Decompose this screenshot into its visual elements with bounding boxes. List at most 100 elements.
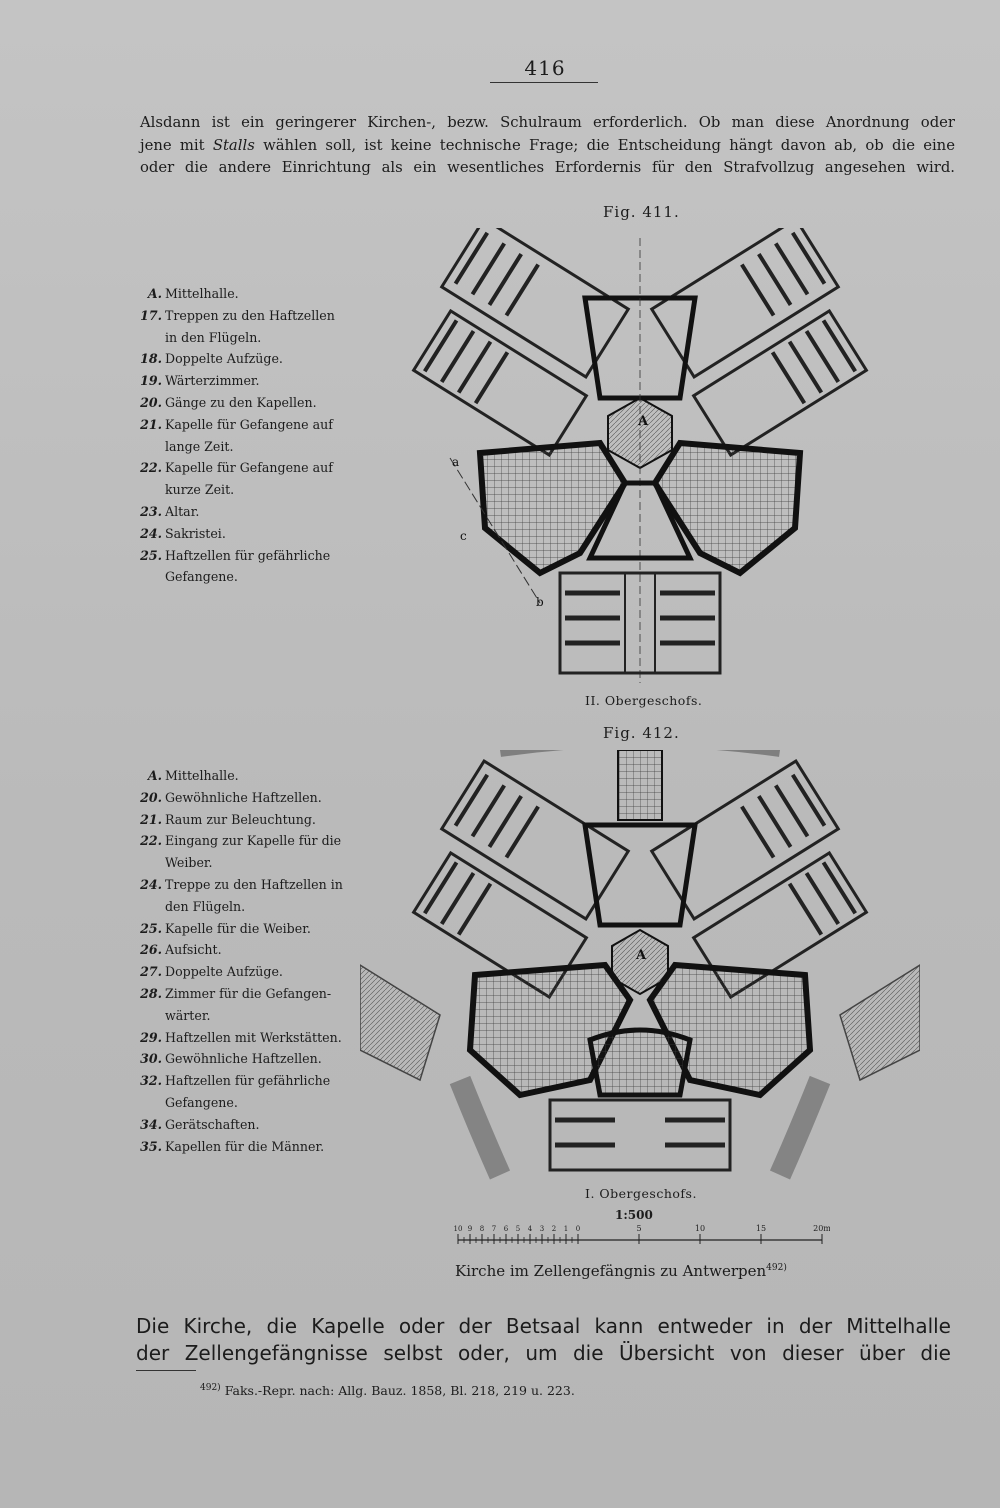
fig-411-legend-item: 20.Gänge zu den Kapellen. xyxy=(138,392,358,414)
fig-412-legend-item: 20.Gewöhnliche Haftzellen. xyxy=(138,787,358,809)
scale-tick-label: 5 xyxy=(516,1225,520,1233)
fig-411-legend-continuation: lange Zeit. xyxy=(165,438,234,454)
intro-line-1: Alsdann ist ein geringerer Kirchen-, bez… xyxy=(140,114,955,131)
fig-412-legend-text: Treppe zu den Haftzellen in xyxy=(165,876,343,892)
right-wing-412 xyxy=(649,758,869,1000)
fig-412-legend-continuation: Weiber. xyxy=(165,855,213,871)
caption-footnote-ref: 492) xyxy=(766,1263,787,1273)
fig-412-legend-item: A.Mittelhalle. xyxy=(138,765,358,787)
plan-411-label-center: A xyxy=(637,414,649,429)
fig-411-legend-number: 22. xyxy=(140,460,162,476)
fig-412-legend-number: 26. xyxy=(140,942,162,958)
fig-411-legend-text: Altar. xyxy=(165,503,200,519)
right-wing xyxy=(649,228,869,458)
fig-412-legend-text: Zimmer für die Gefangen- xyxy=(165,985,332,1001)
scale-tick-label: 5 xyxy=(636,1224,641,1233)
fig-411-legend-text: Gänge zu den Kapellen. xyxy=(165,394,317,410)
fig-412-legend-text: Eingang zur Kapelle für die xyxy=(165,833,342,849)
fig-412-legend-item: 35.Kapellen für die Männer. xyxy=(138,1136,358,1158)
plan-411-label-a: a xyxy=(452,455,459,469)
intro-line-2: jene mit Stalls wählen soll, ist keine t… xyxy=(140,135,955,158)
fig-411-legend-text: Mittelhalle. xyxy=(165,286,239,301)
fig-411-legend: A.Mittelhalle.17.Treppen zu den Haftzell… xyxy=(138,283,358,588)
fig-412-legend-text: Aufsicht. xyxy=(165,942,222,958)
figure-caption: Kirche im Zellengefängnis zu Antwerpen49… xyxy=(455,1262,787,1280)
fig-412-legend-item: 28.Zimmer für die Gefangen-wärter. xyxy=(138,983,358,1027)
intro-line-2-pre: jene mit xyxy=(140,136,205,154)
chapels-412 xyxy=(466,961,814,1099)
scale-tick-label: 10 xyxy=(695,1224,705,1233)
scale-tick-label: 7 xyxy=(492,1225,496,1233)
fig-412-legend: A.Mittelhalle.20.Gewöhnliche Haftzellen.… xyxy=(138,765,358,1157)
fig-412-floor-plan: A xyxy=(360,750,920,1180)
fig-412-legend-continuation: Gefangene. xyxy=(165,1094,238,1110)
intro-line-2-post: wählen soll, ist keine technische Frage;… xyxy=(263,136,955,154)
fig-412-legend-item: 29.Haftzellen mit Werkstätten. xyxy=(138,1027,358,1049)
fig-411-legend-item: 18.Doppelte Aufzüge. xyxy=(138,348,358,370)
fig-412-legend-text: Gerätschaften. xyxy=(165,1116,260,1132)
scale-tick-label: 0 xyxy=(576,1225,580,1233)
fig-412-legend-text: Kapelle für die Weiber. xyxy=(165,920,311,936)
fig-411-legend-number: 21. xyxy=(140,416,162,432)
fig-411-floor-plan: A a b c xyxy=(411,228,869,683)
left-wing xyxy=(411,228,631,458)
fig-412-legend-item: 34.Gerätschaften. xyxy=(138,1114,358,1136)
intro-stalls-term: Stalls xyxy=(212,136,255,154)
fig-411-legend-number: 17. xyxy=(140,307,162,323)
fig-412-legend-text: Haftzellen für gefährliche xyxy=(165,1073,331,1089)
fig-412-legend-text: Doppelte Aufzüge. xyxy=(165,964,283,980)
fig-412-legend-number: 21. xyxy=(140,811,162,827)
fig-411-legend-item: A.Mittelhalle. xyxy=(138,283,358,305)
fig-411-subtitle: II. Obergeschofs. xyxy=(585,693,703,708)
fig-411-legend-text: Kapelle für Gefangene auf xyxy=(165,460,333,476)
left-wing-412 xyxy=(411,758,631,1000)
main-paragraph: Die Kirche, die Kapelle oder der Betsaal… xyxy=(136,1313,951,1367)
fig-412-legend-number: 35. xyxy=(140,1138,162,1154)
fig-412-legend-number: 28. xyxy=(140,985,162,1001)
fig-412-legend-number: 24. xyxy=(140,876,162,892)
plan-411-label-b: b xyxy=(536,595,544,609)
fig-411-legend-text: Wärterzimmer. xyxy=(165,373,260,389)
scale-tick-label: 10 xyxy=(454,1225,463,1233)
fig-411-legend-number: 23. xyxy=(140,503,162,519)
scale-tick-label: 9 xyxy=(468,1225,472,1233)
fig-412-title: Fig. 412. xyxy=(603,724,680,742)
caption-text: Kirche im Zellengefängnis zu Antwerpen xyxy=(455,1262,767,1280)
central-hall xyxy=(582,238,698,683)
fig-412-legend-text: Gewöhnliche Haftzellen. xyxy=(165,1051,322,1067)
main-line-1: Die Kirche, die Kapelle oder der Betsaal… xyxy=(136,1314,951,1338)
scale-tick-label: 15 xyxy=(756,1224,766,1233)
page-number: 416 xyxy=(524,56,566,80)
scale-tick-label: 6 xyxy=(504,1225,509,1233)
main-line-2: der Zellengefängnisse selbst oder, um di… xyxy=(136,1341,951,1365)
fig-411-legend-number: 19. xyxy=(140,373,162,389)
plan-411-label-c: c xyxy=(460,529,467,543)
page-number-rule xyxy=(490,82,598,83)
fig-412-legend-text: Kapellen für die Männer. xyxy=(165,1138,325,1154)
fig-412-legend-number: 34. xyxy=(140,1116,162,1132)
footnote: 492) Faks.-Repr. nach: Allg. Bauz. 1858,… xyxy=(200,1383,575,1398)
south-wing-412 xyxy=(548,1098,732,1172)
fig-412-legend-number: 32. xyxy=(140,1073,162,1089)
fig-411-legend-text: Haftzellen für gefährliche xyxy=(165,547,331,563)
fig-412-legend-number: 20. xyxy=(140,789,162,805)
fig-411-legend-item: 19.Wärterzimmer. xyxy=(138,370,358,392)
scale-tick-label: 20m xyxy=(813,1224,830,1233)
fig-411-legend-number: 18. xyxy=(140,351,162,367)
fig-411-title: Fig. 411. xyxy=(603,203,680,221)
fig-411-legend-item: 24.Sakristei. xyxy=(138,523,358,545)
south-wing xyxy=(558,571,722,675)
chapels xyxy=(476,439,804,577)
fig-412-legend-number: A. xyxy=(147,768,162,783)
footnote-ref: 492) xyxy=(200,1383,221,1393)
intro-line-3: oder die andere Einrichtung als ein wese… xyxy=(140,159,955,176)
fig-412-legend-item: 27.Doppelte Aufzüge. xyxy=(138,961,358,983)
footnote-text: Faks.-Repr. nach: Allg. Bauz. 1858, Bl. … xyxy=(224,1383,575,1399)
